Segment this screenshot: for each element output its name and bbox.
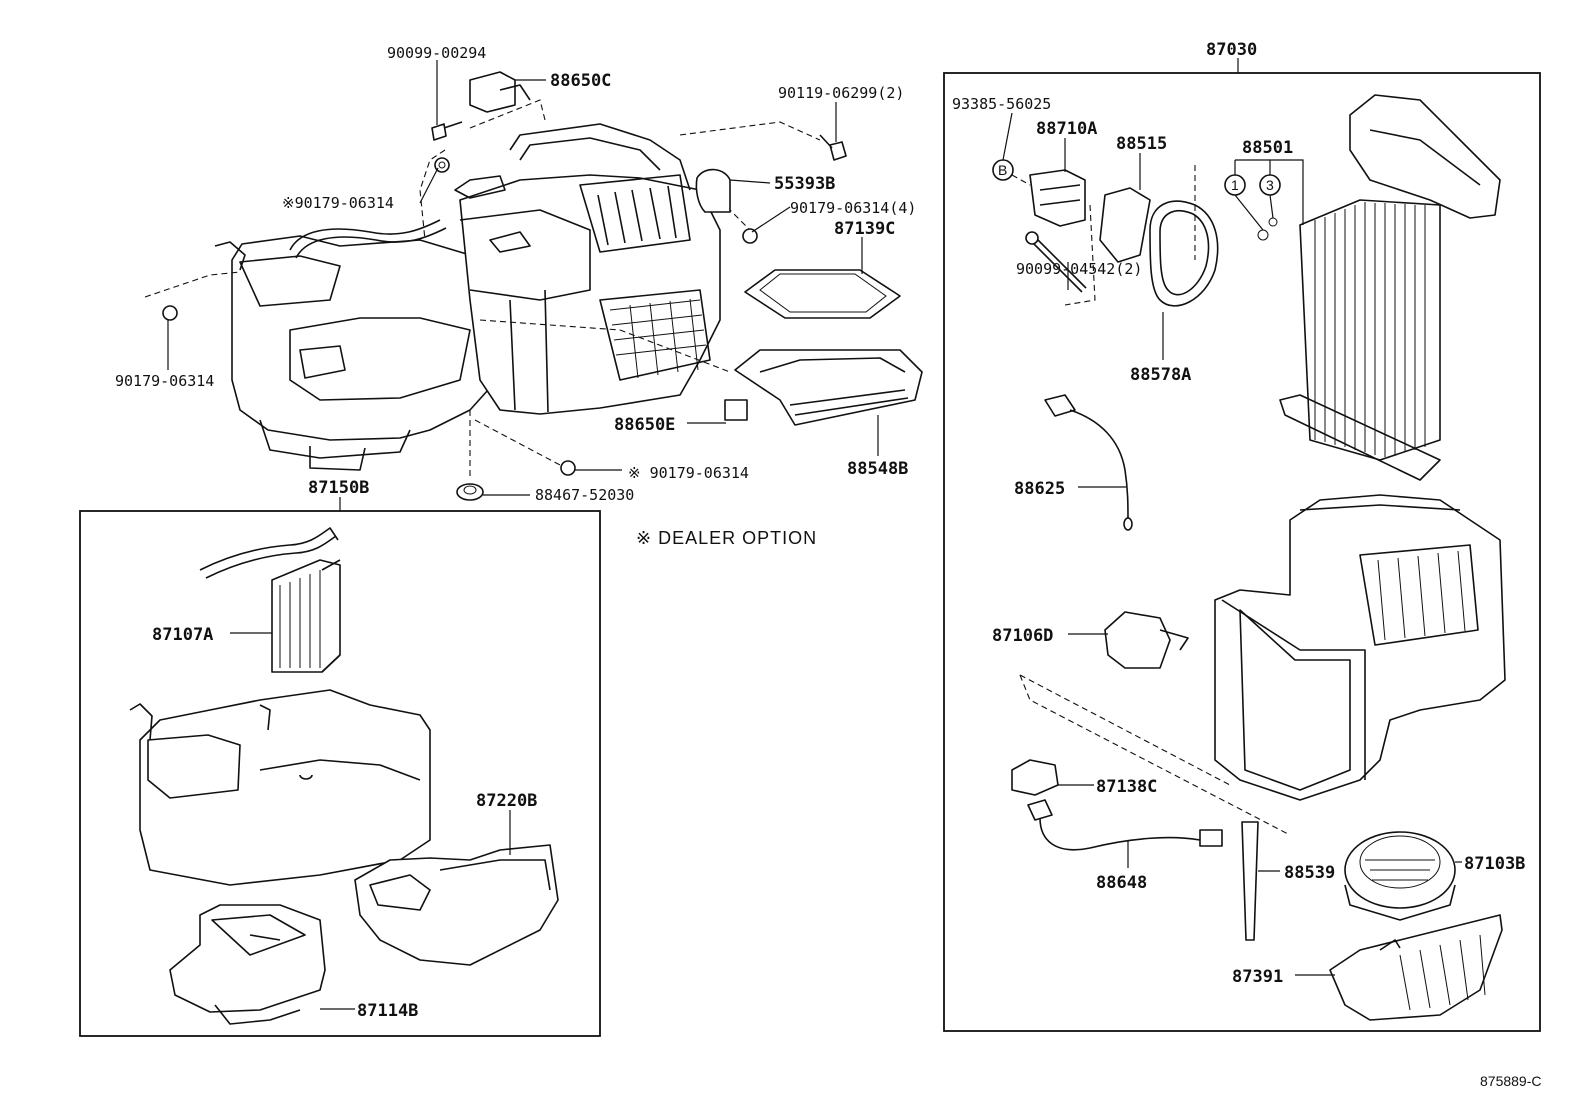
label-90179-06314-qty4: 90179-06314(4) [790,199,916,217]
label-87106d: 87106D [992,626,1053,646]
leaders-87150b [230,632,511,1010]
label-88539: 88539 [1284,863,1335,883]
label-90119-06299: 90119-06299(2) [778,84,904,102]
label-90179-06314-left: 90179-06314 [115,372,214,390]
label-87107a: 87107A [152,625,213,645]
label-88650c: 88650C [550,71,611,91]
label-88515: 88515 [1116,134,1167,154]
label-93385-56025: 93385-56025 [952,95,1051,113]
label-87138c: 87138C [1096,777,1157,797]
label-87139c: 87139C [834,219,895,239]
circle-b-label: B [998,162,1007,178]
label-88650e: 88650E [614,415,675,435]
hardware-parts [162,71,923,501]
leaders-87030 [1002,112,1462,976]
heater-subassembly-drawing [129,527,559,1025]
label-88625: 88625 [1014,479,1065,499]
label-88501: 88501 [1242,138,1293,158]
label-87030: 87030 [1206,40,1257,60]
figure-reference: 875889-C [1480,1073,1542,1089]
label-88578a: 88578A [1130,365,1191,385]
label-87150b: 87150B [308,478,369,498]
evaporator-subassembly-drawing [992,94,1506,1021]
dashed-guides-main [144,99,821,480]
label-87391: 87391 [1232,967,1283,987]
label-55393b: 55393B [774,174,835,194]
circle-3-label: 3 [1266,177,1274,193]
label-90179-06314-dealer-top: ※90179-06314 [282,194,394,212]
label-87220b: 87220B [476,791,537,811]
dealer-option-note: ※ DEALER OPTION [636,528,817,548]
label-88648: 88648 [1096,873,1147,893]
label-88548b: 88548B [847,459,908,479]
circle-1-label: 1 [1231,177,1239,193]
label-87114b: 87114B [357,1001,418,1021]
label-88467-52030: 88467-52030 [535,486,634,504]
leaders-main [167,60,879,496]
ac-unit-assembly-drawing [214,123,721,471]
label-90099-00294: 90099-00294 [387,44,486,62]
subassembly-box-87030 [943,72,1541,1032]
label-90099-04542: 90099-04542(2) [1016,260,1142,278]
dashed-guides-87030 [1011,165,1291,836]
label-87103b: 87103B [1464,854,1525,874]
label-88710a: 88710A [1036,119,1097,139]
label-90179-06314-dealer-bottom: ※ 90179-06314 [628,464,749,482]
